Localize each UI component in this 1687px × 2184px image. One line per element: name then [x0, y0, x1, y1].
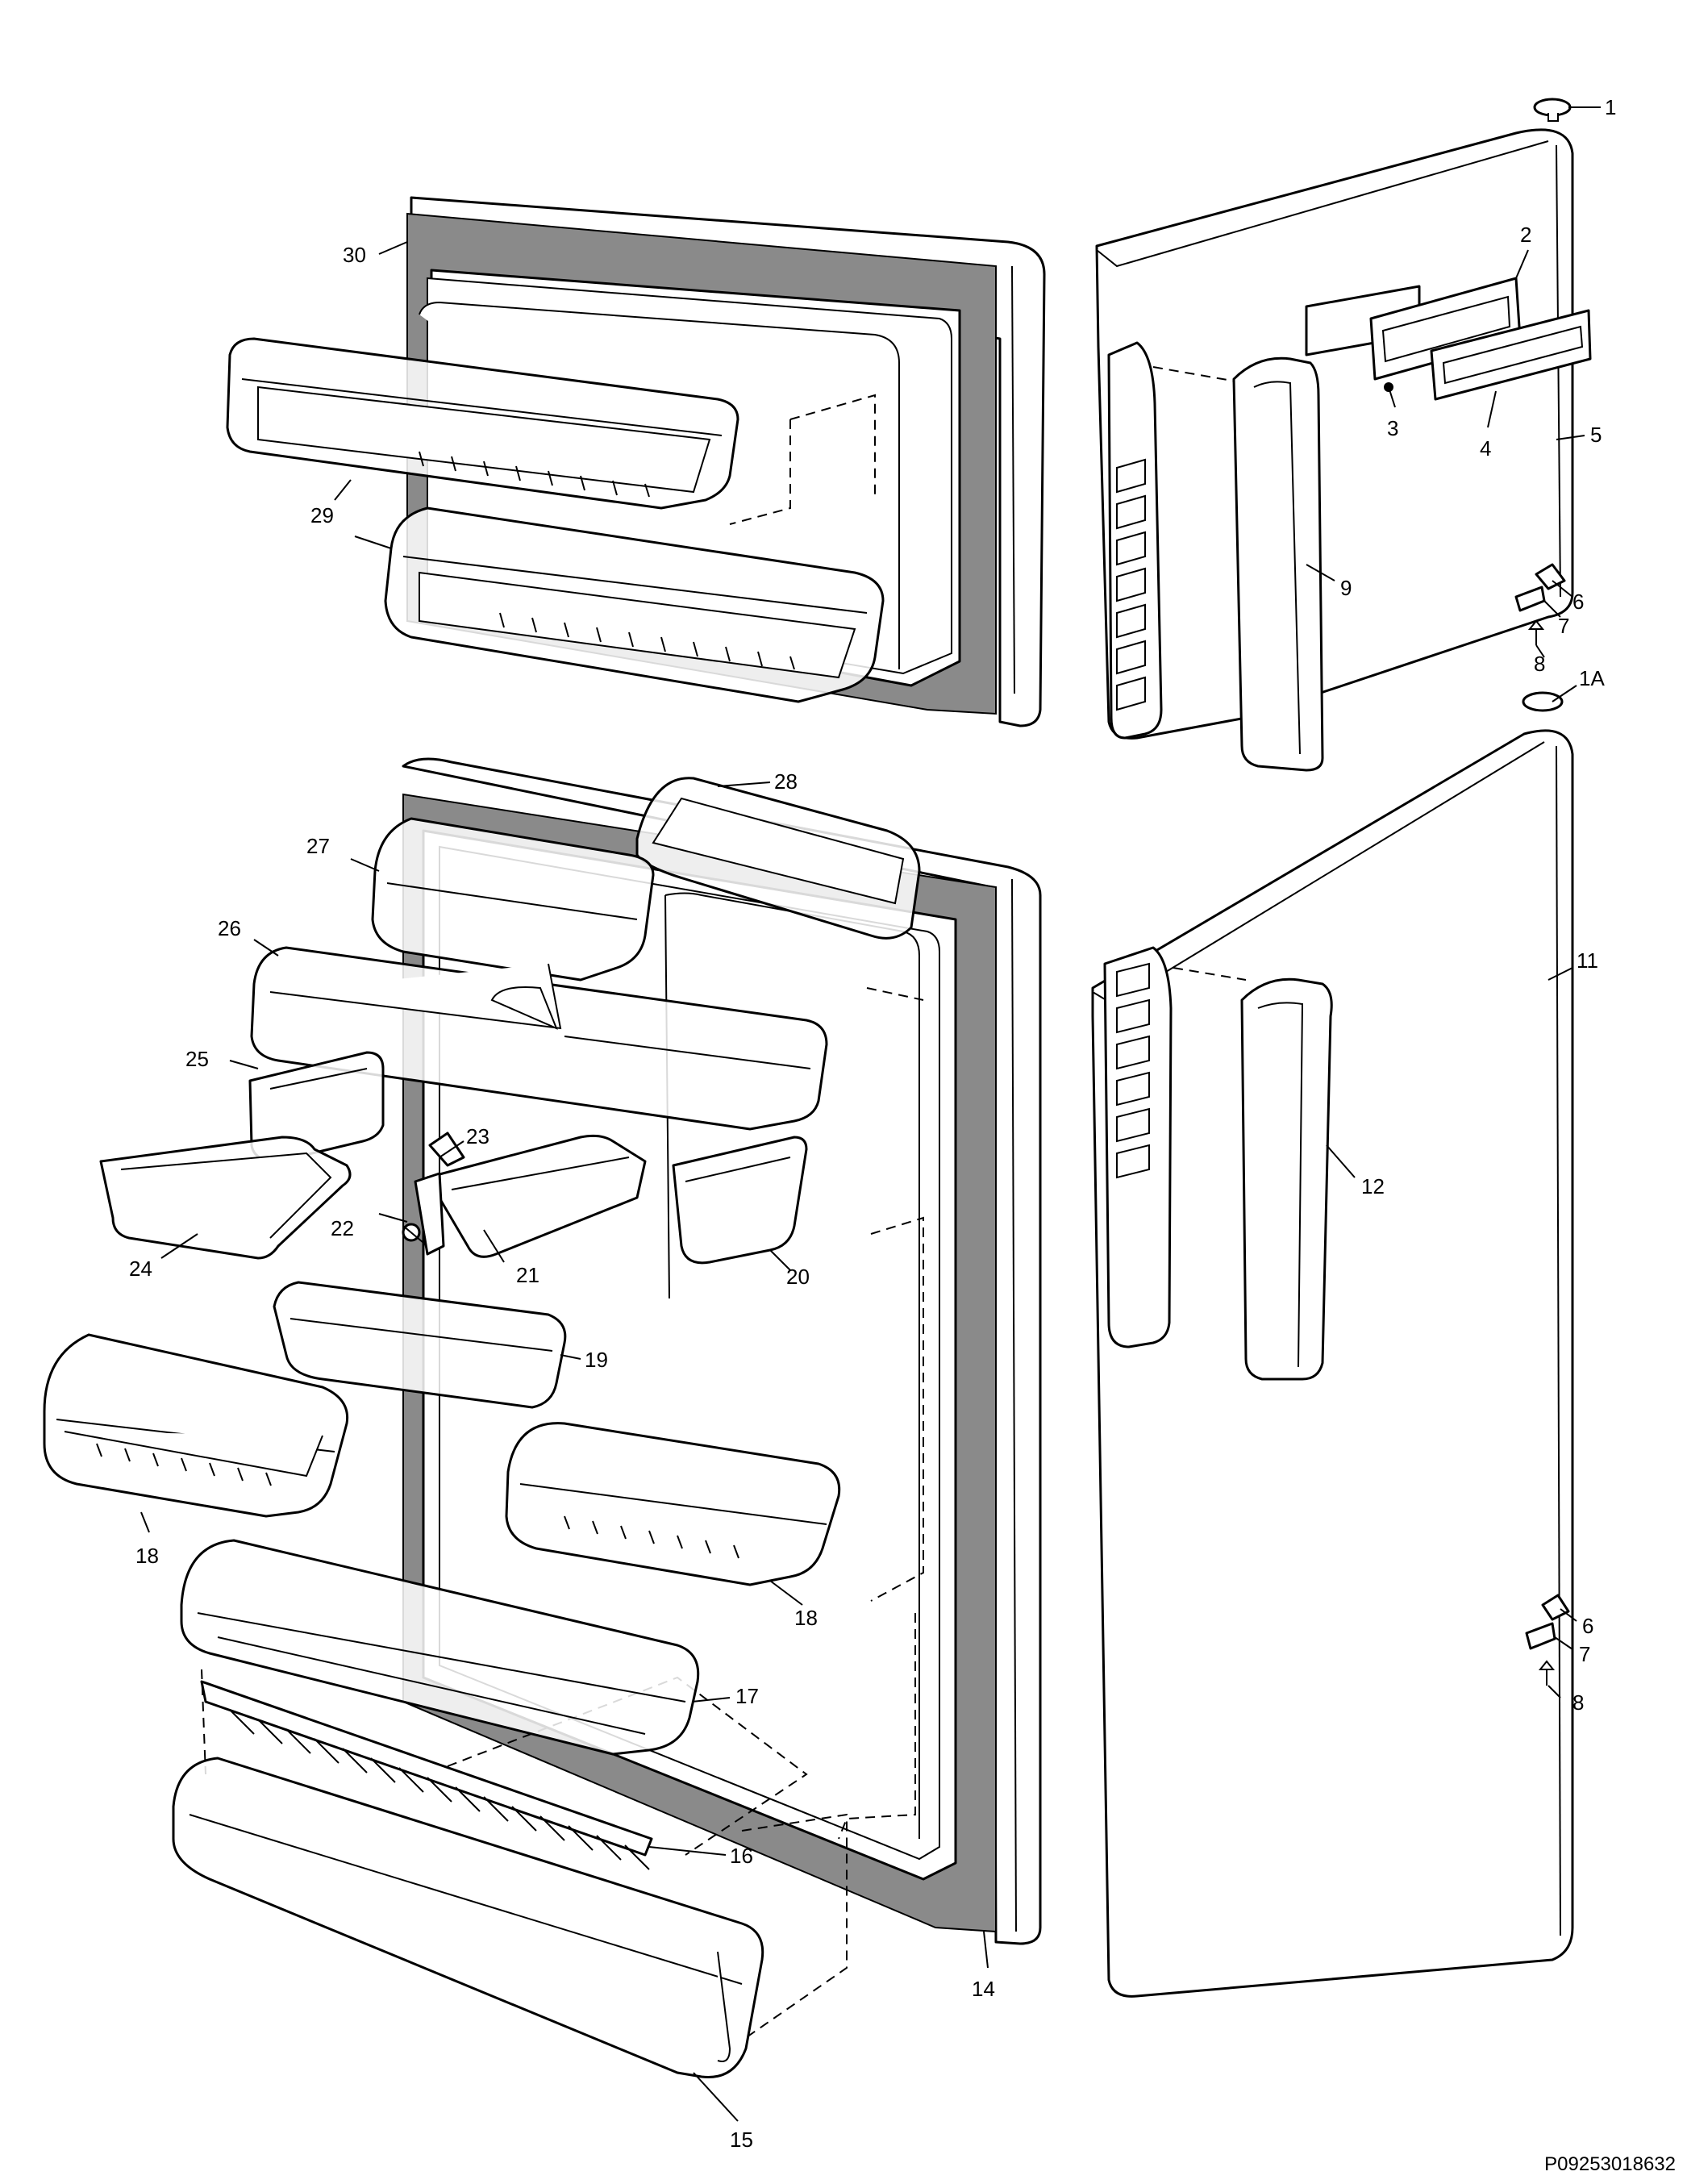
freezer-handle [1232, 356, 1324, 772]
label-p22: 22 [331, 1216, 354, 1240]
label-p1a: 1A [1579, 666, 1605, 690]
door-bin-right [672, 1136, 808, 1265]
label-p5: 5 [1590, 423, 1602, 447]
label-p21: 21 [516, 1263, 539, 1287]
label-p18a: 18 [135, 1544, 159, 1568]
label-p4: 4 [1480, 436, 1491, 461]
label-p8a: 8 [1534, 652, 1545, 676]
label-p20: 20 [786, 1265, 810, 1289]
label-p19: 19 [585, 1348, 608, 1372]
door-bin-large-left [43, 1333, 349, 1518]
dairy-bin [371, 817, 655, 982]
shelf-support [414, 1172, 445, 1256]
label-p9: 9 [1340, 576, 1352, 600]
label-p14: 14 [972, 1977, 995, 2001]
label-p3: 3 [1387, 416, 1398, 440]
freezer-door-shelf-upper [226, 337, 739, 510]
middle-hinge-pin [1522, 691, 1564, 712]
label-p15: 15 [730, 2128, 753, 2152]
fresh-food-door-stop [1541, 1594, 1570, 1621]
door-shelf-long [180, 1539, 700, 1756]
door-bin-bottom [172, 1757, 764, 2079]
label-p16: 16 [730, 1844, 753, 1868]
door-bin-mid [273, 1281, 567, 1409]
label-p25: 25 [185, 1047, 209, 1071]
label-p7a: 7 [1558, 614, 1569, 638]
label-p26: 26 [218, 916, 241, 940]
label-p11: 11 [1577, 948, 1598, 973]
freezer-door-screw [1527, 619, 1545, 645]
label-p17: 17 [735, 1684, 759, 1708]
reference-code: P09253018632 [1544, 2153, 1676, 2175]
freezer-door-stop [1535, 563, 1566, 590]
freezer-door-shelf-lower [384, 506, 885, 703]
label-p24: 24 [129, 1257, 152, 1281]
label-p6a: 6 [1572, 590, 1584, 614]
label-p6b: 6 [1582, 1614, 1593, 1638]
label-p12: 12 [1361, 1174, 1385, 1198]
door-bin-center [426, 1134, 647, 1258]
shelf-bracket [402, 1223, 428, 1247]
fresh-food-door-screw [1538, 1660, 1556, 1686]
top-hinge-pin [1533, 98, 1572, 122]
label-p8b: 8 [1572, 1690, 1584, 1715]
part-labels: 1 1A 2 3 4 5 6 7 8 6 7 8 9 11 12 14 15 1… [129, 95, 1616, 2152]
dairy-compartment-door [635, 777, 921, 940]
shelf-retainer-clip [428, 1132, 465, 1167]
label-p28: 28 [774, 769, 798, 794]
label-p30: 30 [343, 243, 366, 267]
label-p27: 27 [306, 834, 330, 858]
label-p18b: 18 [794, 1606, 818, 1630]
door-bin-left [99, 1136, 352, 1260]
fresh-food-handle [1240, 977, 1333, 1381]
fresh-food-door-outer [1091, 729, 1574, 1998]
label-p1: 1 [1605, 95, 1616, 119]
door-bin-large-right [505, 1422, 841, 1586]
fresh-food-door-bushing [1525, 1622, 1556, 1650]
spiral-retainer [200, 1680, 653, 1870]
label-p23: 23 [466, 1124, 489, 1148]
label-p7b: 7 [1579, 1642, 1590, 1666]
freezer-door-outer [1095, 128, 1592, 740]
label-p29a: 29 [310, 503, 334, 527]
leader-lines [140, 106, 1601, 2122]
label-p2: 2 [1520, 223, 1531, 247]
